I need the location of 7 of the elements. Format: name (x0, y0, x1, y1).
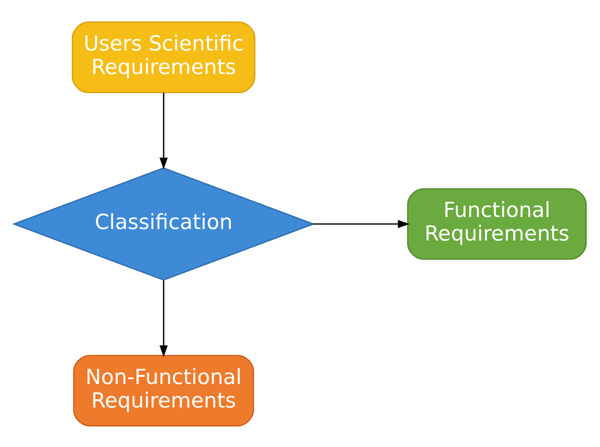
node-box: Non-Functional Requirements (73, 354, 254, 426)
arrow (313, 219, 410, 228)
node-diamond: Classification (12, 166, 316, 280)
arrow (160, 280, 168, 357)
arrow (160, 92, 168, 169)
node-box: Users Scientific Requirements (72, 21, 256, 93)
node-box: Functional Requirements (407, 188, 587, 260)
